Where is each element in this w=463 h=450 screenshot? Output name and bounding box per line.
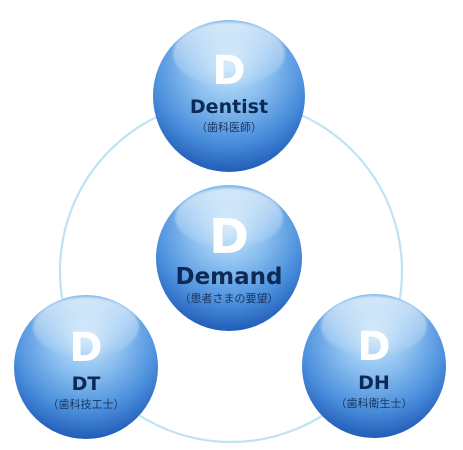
- dh-title: DH: [358, 372, 390, 394]
- dentist-subtitle: （歯科医師）: [196, 120, 262, 134]
- dh-subtitle: （歯科衛生士）: [336, 396, 413, 410]
- node-dentist: D Dentist （歯科医師）: [153, 20, 305, 172]
- dentist-sphere-gloss: [173, 22, 285, 86]
- dh-letter: D: [357, 324, 390, 370]
- node-demand: D Demand （患者さまの要望）: [156, 185, 302, 331]
- dh-sphere-gloss: [321, 296, 427, 356]
- dentist-letter: D: [212, 48, 245, 94]
- dt-title: DT: [72, 373, 101, 395]
- demand-letter: D: [209, 209, 249, 265]
- demand-sphere-gloss: [175, 188, 283, 248]
- demand-subtitle: （患者さまの要望）: [180, 292, 279, 305]
- node-dt: D DT （歯科技工士）: [14, 295, 158, 439]
- dt-sphere-gloss: [33, 297, 139, 357]
- dentist-title: Dentist: [190, 96, 268, 118]
- node-dh: D DH （歯科衛生士）: [302, 294, 446, 438]
- dt-subtitle: （歯科技工士）: [48, 397, 125, 411]
- dt-letter: D: [69, 325, 102, 371]
- demand-title: Demand: [175, 264, 282, 290]
